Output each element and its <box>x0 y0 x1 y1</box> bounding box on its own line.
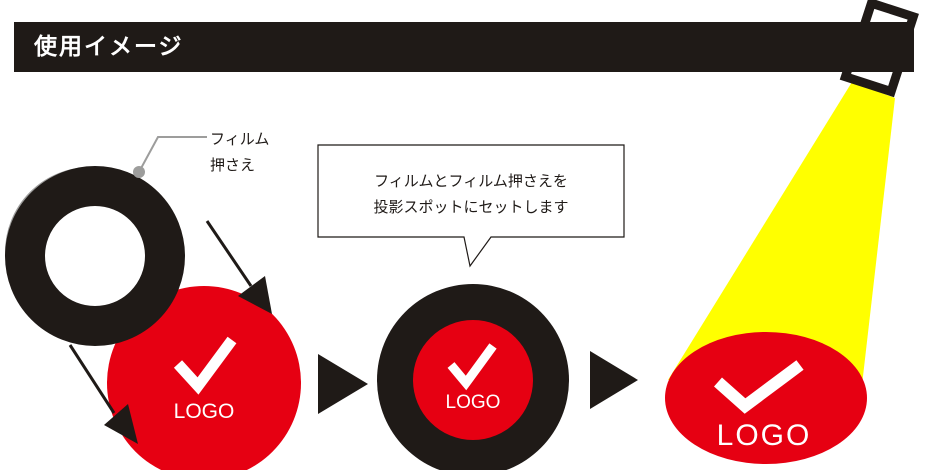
logo-text-step1: LOGO <box>174 400 235 423</box>
spotlight-beam <box>668 82 895 385</box>
speech-bubble-line1: フィルムとフィルム押さえを <box>374 172 568 190</box>
speech-bubble-line2: 投影スポットにセットします <box>373 198 569 216</box>
header-bar <box>14 22 914 72</box>
checkmark-icon <box>447 343 497 391</box>
checkmark-icon <box>173 336 237 395</box>
callout-line <box>138 136 207 173</box>
projected-logo <box>665 332 867 464</box>
play-arrow-icon <box>590 351 638 409</box>
arrow-head-right <box>238 276 272 314</box>
logo-text-step3: LOGO <box>717 419 812 452</box>
film-holder-ring <box>5 166 185 346</box>
film-holder-label-line1: フィルム <box>210 130 270 148</box>
logo-text-step2: LOGO <box>446 392 501 413</box>
play-arrow-icon <box>318 354 368 414</box>
page-title: 使用イメージ <box>34 34 184 60</box>
speech-bubble <box>317 144 625 268</box>
film-holder-label: フィルム 押さえ <box>210 126 269 178</box>
checkmark-icon <box>714 360 804 414</box>
speech-bubble-text: フィルムとフィルム押さえを 投影スポットにセットします <box>318 168 624 220</box>
arrow-line-right <box>205 220 253 287</box>
film-holder-label-line2: 押さえ <box>210 156 256 174</box>
arrow-line-left <box>68 344 116 414</box>
arrow-head-left <box>104 404 138 444</box>
